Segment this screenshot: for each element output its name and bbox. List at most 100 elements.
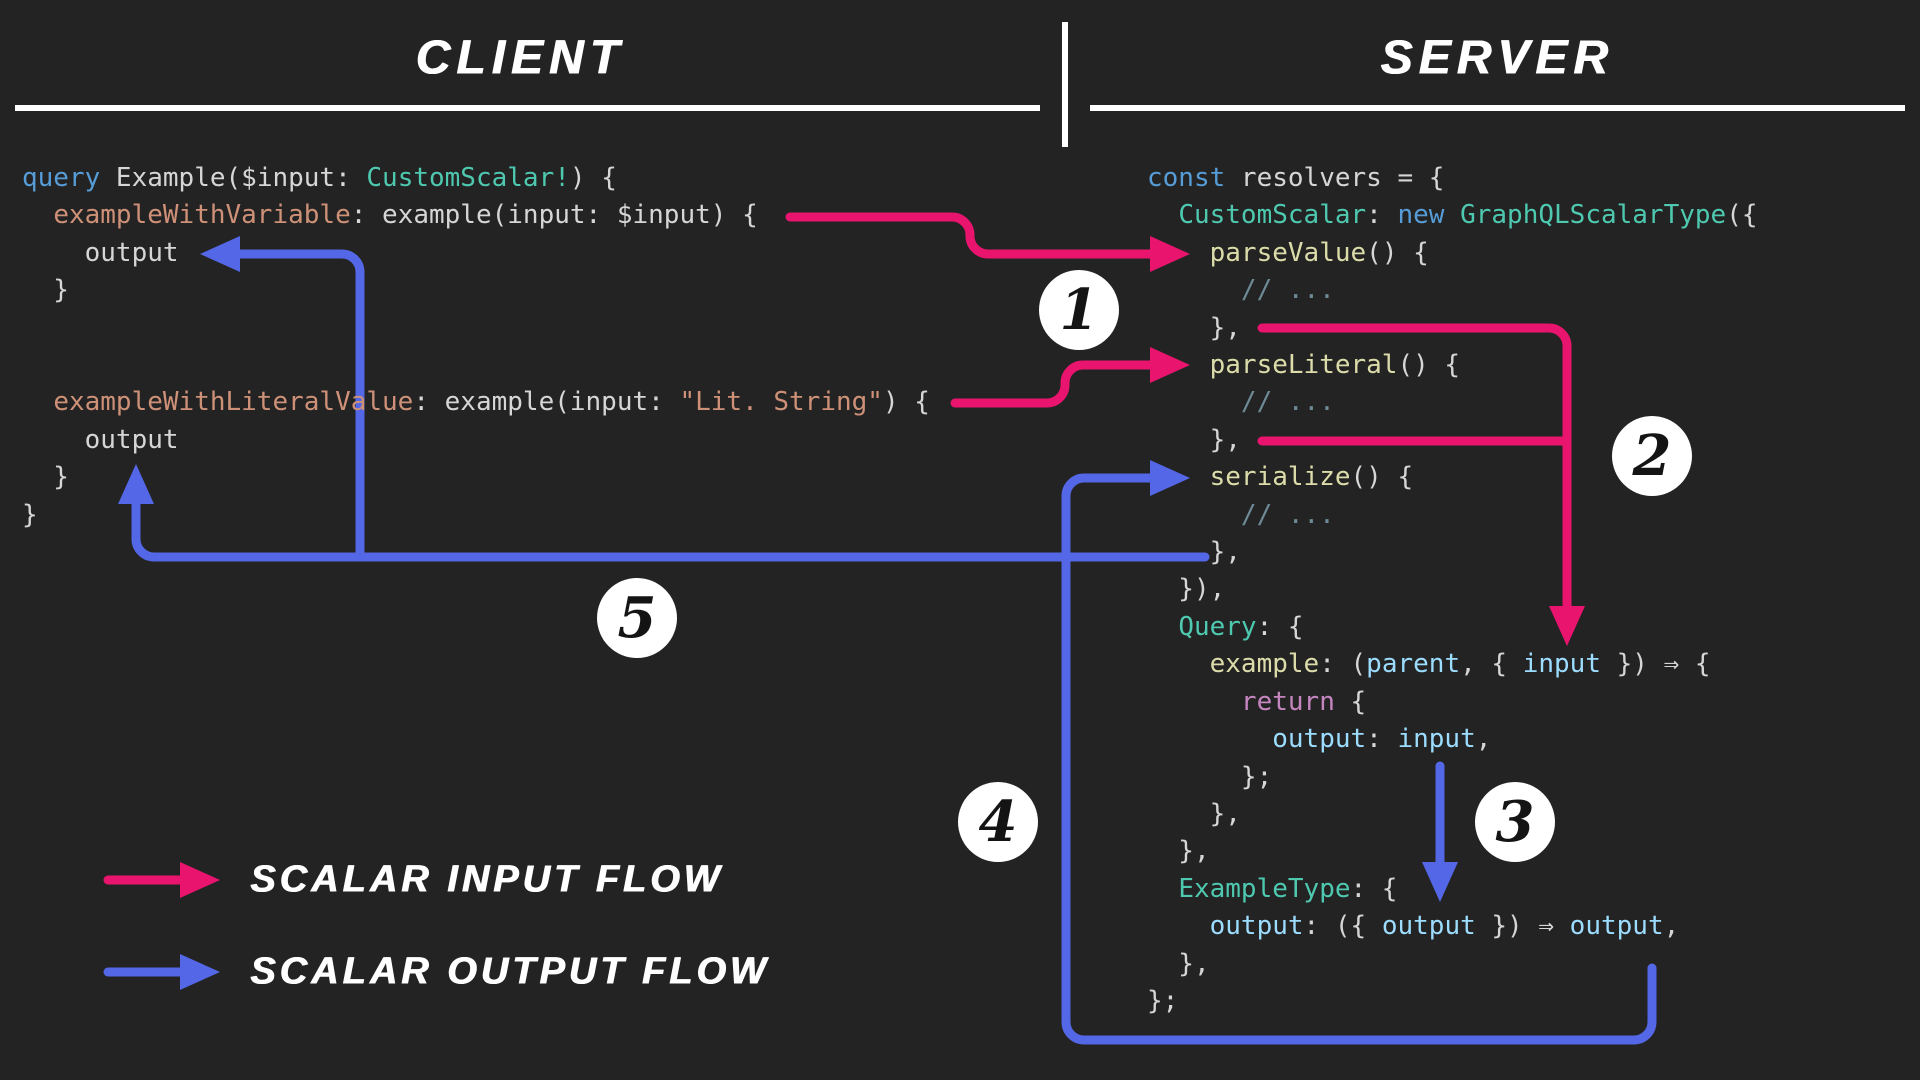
output-flow-arrow-to-client-literal-output xyxy=(118,464,1210,562)
code-line: }, xyxy=(1147,422,1758,459)
code-token: : ({ xyxy=(1303,911,1382,942)
code-line: query Example($input: CustomScalar!) { xyxy=(22,160,930,197)
input-flow-arrow-variable-to-parsevalue xyxy=(785,212,1190,272)
code-line: }; xyxy=(1147,983,1758,1020)
code-token: } xyxy=(22,499,38,530)
code-token xyxy=(1147,687,1241,717)
code-line: }, xyxy=(1147,310,1758,347)
code-token: Example($input: xyxy=(100,163,367,193)
code-line: }, xyxy=(1147,946,1758,983)
code-token: { xyxy=(1334,686,1367,717)
code-line: }, xyxy=(1147,796,1758,833)
server-header: SERVER xyxy=(1380,31,1614,85)
code-line: exampleWithLiteralValue: example(input: … xyxy=(22,384,930,421)
step-badge-3: 3 xyxy=(1475,782,1555,862)
code-token: output xyxy=(22,237,179,268)
code-line: }, xyxy=(1147,833,1758,870)
code-line: }), xyxy=(1147,571,1758,608)
code-line: // ... xyxy=(1147,497,1758,534)
legend-input-label: SCALAR INPUT FLOW xyxy=(250,858,724,901)
code-token: }, xyxy=(1147,424,1241,455)
code-line: // ... xyxy=(1147,384,1758,421)
code-token: , { xyxy=(1460,649,1523,680)
code-token: "Lit. String" xyxy=(679,387,883,418)
code-line: Query: { xyxy=(1147,609,1758,646)
code-token: Query xyxy=(1178,611,1257,642)
code-token: CustomScalar xyxy=(1178,200,1367,231)
output-flow-arrow-to-client-variable-output xyxy=(200,236,365,562)
code-token: output xyxy=(1381,911,1476,942)
code-token: () { xyxy=(1366,237,1429,268)
code-token: parseValue xyxy=(1209,237,1367,268)
code-line: output: ({ output }) ⇒ output, xyxy=(1147,908,1758,945)
column-divider xyxy=(1062,22,1068,147)
code-line: } xyxy=(22,497,930,534)
client-underline xyxy=(15,105,1040,111)
code-token: input xyxy=(1397,724,1476,755)
code-token xyxy=(1147,911,1210,941)
code-line: output xyxy=(22,235,930,272)
code-token xyxy=(1444,200,1460,230)
input-flow-arrow-literal-to-parseliteral xyxy=(950,347,1190,408)
step-badge-1: 1 xyxy=(1039,270,1119,350)
code-token: output xyxy=(1209,911,1304,942)
code-token: }, xyxy=(1147,836,1210,867)
code-token: input xyxy=(1522,649,1601,680)
code-line: exampleWithVariable: example(input: $inp… xyxy=(22,197,930,234)
code-line xyxy=(22,347,930,384)
code-line: } xyxy=(22,272,930,309)
code-token: parseLiteral xyxy=(1209,350,1398,381)
code-token: serialize xyxy=(1209,462,1351,493)
code-token xyxy=(1147,350,1210,380)
code-token: output xyxy=(1569,911,1664,942)
code-token: // ... xyxy=(1147,275,1335,306)
code-line: const resolvers = { xyxy=(1147,160,1758,197)
code-token: : { xyxy=(1256,611,1304,642)
code-token: : { xyxy=(1350,873,1398,904)
code-token: , xyxy=(1475,724,1492,755)
step-badge-2: 2 xyxy=(1612,416,1692,496)
code-line xyxy=(22,310,930,347)
code-token: ExampleType xyxy=(1178,873,1351,904)
code-line: CustomScalar: new GraphQLScalarType({ xyxy=(1147,197,1757,234)
code-token: } xyxy=(22,275,69,306)
code-token: () { xyxy=(1397,350,1461,381)
code-token xyxy=(1147,200,1178,230)
input-flow-arrow-to-query-resolver xyxy=(1257,323,1585,646)
code-token: GraphQLScalarType xyxy=(1460,200,1727,231)
code-token: : example(input: xyxy=(413,387,680,418)
code-line: return { xyxy=(1147,684,1758,721)
code-token: // ... xyxy=(1147,499,1335,530)
code-token: }, xyxy=(1147,798,1241,829)
code-token xyxy=(1147,724,1272,754)
code-line: example: (parent, { input }) ⇒ { xyxy=(1147,646,1758,683)
code-token: }; xyxy=(1147,761,1273,792)
client-query-code: query Example($input: CustomScalar!) { e… xyxy=(22,160,930,534)
code-token: : xyxy=(1366,724,1398,755)
code-token: resolvers = { xyxy=(1225,163,1445,193)
code-token xyxy=(22,387,53,417)
code-token: : xyxy=(1366,200,1398,231)
code-token xyxy=(1147,612,1178,642)
code-token: }, xyxy=(1147,312,1241,343)
code-token xyxy=(1147,238,1210,268)
step-badge-4: 4 xyxy=(958,782,1038,862)
code-line: output: input, xyxy=(1147,721,1758,758)
code-token: , xyxy=(1663,911,1680,942)
code-token: }) ⇒ { xyxy=(1601,649,1711,680)
code-token: ) { xyxy=(569,163,617,193)
code-token: } xyxy=(22,462,69,493)
code-token: exampleWithLiteralValue xyxy=(53,387,414,418)
code-token: const xyxy=(1147,163,1226,193)
code-token xyxy=(1147,462,1210,492)
output-flow-arrow-to-serialize xyxy=(1061,460,1657,1045)
code-token: new xyxy=(1397,200,1445,231)
code-line: parseValue() { xyxy=(1147,235,1758,272)
server-underline xyxy=(1090,105,1905,111)
code-token: parent xyxy=(1366,649,1461,680)
code-line: serialize() { xyxy=(1147,459,1758,496)
code-token: }, xyxy=(1147,948,1210,979)
legend-output-label: SCALAR OUTPUT FLOW xyxy=(250,950,770,993)
code-line: parseLiteral() { xyxy=(1147,347,1758,384)
